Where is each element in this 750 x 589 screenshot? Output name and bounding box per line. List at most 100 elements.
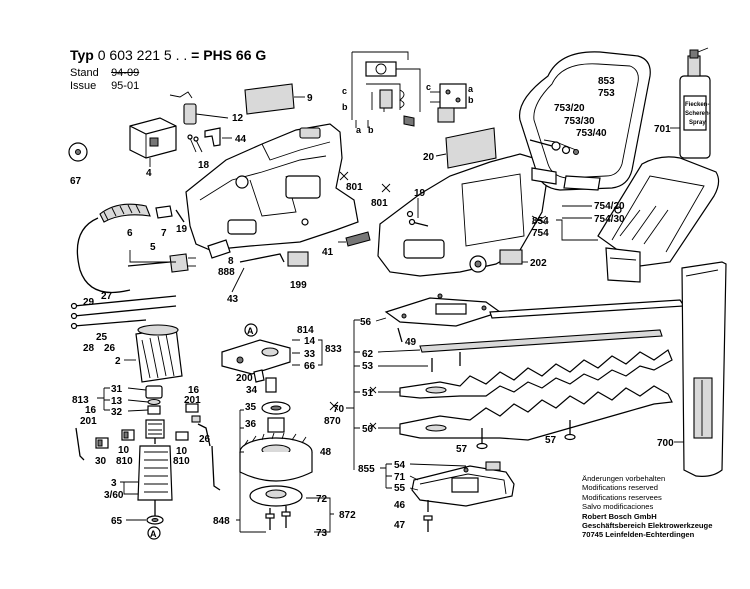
label-72: 72 [316,494,328,505]
label-25: 25 [96,332,108,343]
part-16-201-spring [185,403,201,423]
label-55: 55 [394,483,406,494]
svg-text:c: c [342,86,347,96]
part-51-blade-upper [399,349,673,399]
header-block: Typ 0 603 221 5 . . = PHS 66 G Stand 94-… [70,47,266,92]
part-41-strip [338,231,371,247]
stand-line: Stand 94-09 [70,67,266,79]
part-50-blade-lower [399,385,673,441]
part-57-bolts [476,420,576,450]
part-201-clip [75,427,85,461]
part-9-plate [244,83,305,115]
housing-right [377,153,547,277]
part-35-bearing [261,401,291,415]
part-10-brush-holder [121,429,135,441]
label-201b: 201 [184,395,201,406]
part-18-screws [187,134,203,153]
part-54-55-base [411,461,515,507]
label-62: 62 [362,349,374,360]
marker-a-bottom [147,526,161,540]
part-62-rail [419,329,663,353]
label-56: 56 [360,317,372,328]
label-2: 2 [115,356,121,367]
spray-text-1: Fiecken- [685,102,709,108]
housing-left [185,123,359,251]
label-a1: A [247,326,254,336]
part-34-sleeve [265,377,277,393]
note-line-1: Änderungen vorbehalten [582,474,666,483]
note-line-4: Salvo modificaciones [582,502,654,512]
part-814-lever [221,339,291,375]
note-line-3: Modifications reservees [582,492,662,502]
part-36-pinion [267,417,285,433]
issue-value: 95-01 [111,80,140,92]
label-753: 753 [598,88,615,99]
label-28: 28 [83,343,95,354]
label-12: 12 [232,113,244,124]
label-700: 700 [657,438,674,449]
label-853: 853 [598,76,615,87]
part-700-sheath [681,261,727,477]
part-53-screws [431,352,461,372]
label-753-30: 753/30 [564,116,595,127]
label-848: 848 [213,516,230,527]
label-71: 71 [394,472,406,483]
part-3-armature [137,419,173,516]
spray-text-3: Spray [689,120,706,126]
svg-text:a: a [356,125,362,135]
part-31-bearing [145,385,163,399]
part-5-plug [127,250,196,273]
label-46: 46 [394,500,406,511]
part-2-field [135,324,183,383]
part-56-plate [384,293,502,327]
label-7: 7 [161,228,167,239]
label-26: 26 [104,343,116,354]
blade-bar-top [489,299,686,319]
part-26-spring [197,423,211,447]
label-200: 200 [236,373,253,384]
part-10b-holder [175,431,189,441]
note-line-5: Robert Bosch GmbH [582,511,657,521]
label-3-60: 3/60 [104,490,124,501]
label-753-20: 753/20 [554,103,585,114]
label-65: 65 [111,516,123,527]
issue-line: Issue 95-01 [70,80,266,92]
label-16a: 16 [85,405,97,416]
wiring-schematic: c b a b [342,51,421,135]
switch-schematic: c a b [426,82,474,123]
label-30: 30 [95,456,107,467]
label-753-40: 753/40 [576,128,607,139]
label-33: 33 [304,349,316,360]
label-855: 855 [358,464,375,475]
label-48: 48 [320,447,332,458]
label-813: 813 [72,395,89,406]
label-14: 14 [304,336,316,347]
label-43: 43 [227,294,239,305]
label-6: 6 [127,228,133,239]
part-67-knob [68,142,88,162]
part-12-capacitor [169,91,229,125]
stand-value: 94-09 [111,67,140,79]
label-47: 47 [394,520,406,531]
label-833: 833 [325,344,342,355]
label-34: 34 [246,385,258,396]
typ-label: Typ [70,47,94,63]
label-19a: 19 [176,224,188,235]
label-801a: 801 [346,182,363,193]
part-19-screw-a [175,209,185,223]
note-line-6: Geschäftsbereich Elektrowerkzeuge [582,521,713,531]
label-73: 73 [316,528,328,539]
svg-text:b: b [368,125,374,135]
label-18: 18 [198,160,210,171]
part-199-pad [287,251,309,267]
stand-label: Stand [70,67,99,79]
label-202: 202 [530,258,547,269]
label-888: 888 [218,267,235,278]
part-8-cable-grip [207,239,231,259]
svg-text:b: b [342,102,348,112]
part-65-bearing [146,515,164,525]
label-199: 199 [290,280,307,291]
type-line: Typ 0 603 221 5 . . = PHS 66 G [70,47,266,63]
label-10a: 10 [118,445,130,456]
